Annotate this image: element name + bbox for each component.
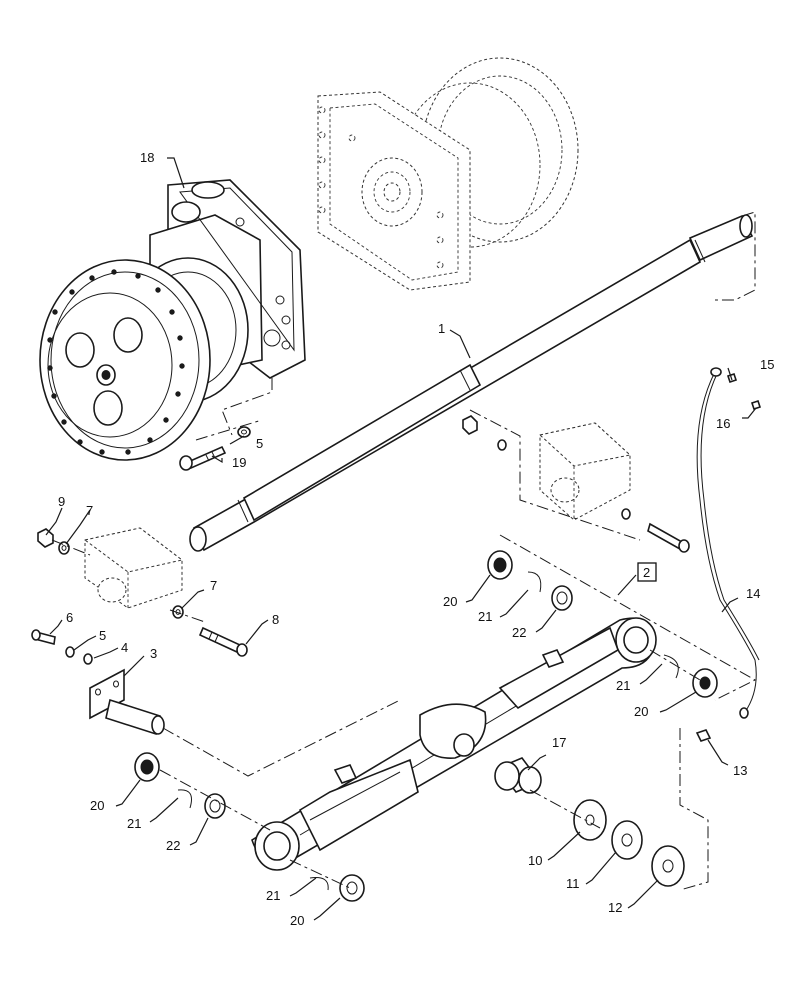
speed-sensor-harness (695, 367, 762, 742)
callout-5-pin: 5 (99, 628, 106, 643)
callout-6: 6 (66, 610, 73, 625)
callout-1: 1 (438, 321, 445, 336)
callout-4: 4 (121, 640, 128, 655)
callout-20-bottom: 20 (290, 913, 304, 928)
callout-2: 2 (643, 565, 650, 580)
callout-20-left: 20 (90, 798, 104, 813)
motor-mount-bolt (179, 445, 227, 471)
callout-leaders (45, 157, 757, 921)
callout-20-right: 20 (634, 704, 648, 719)
drive-motor (39, 179, 306, 461)
callout-21-top: 21 (478, 609, 492, 624)
callout-7-lower: 7 (210, 578, 217, 593)
callout-5-motor: 5 (256, 436, 263, 451)
callout-10: 10 (528, 853, 542, 868)
ghost-final-drive (317, 57, 579, 291)
callout-15: 15 (760, 357, 774, 372)
left-axle-support-block (83, 527, 184, 609)
motor-washer (237, 426, 251, 438)
callout-11: 11 (566, 876, 580, 891)
callout-13: 13 (733, 763, 747, 778)
callout-20-top: 20 (443, 594, 457, 609)
callout-21-bottom: 21 (266, 888, 280, 903)
callout-17: 17 (552, 735, 566, 750)
callout-19: 19 (232, 455, 246, 470)
callout-21-right: 21 (616, 678, 630, 693)
pivot-pin (89, 668, 165, 736)
callout-8: 8 (272, 612, 279, 627)
callout-21-left: 21 (127, 816, 141, 831)
callout-18: 18 (140, 150, 154, 165)
callout-9: 9 (58, 494, 65, 509)
pivot-bushing (494, 757, 542, 794)
callout-22-top: 22 (512, 625, 526, 640)
assembly-centerlines (51, 211, 757, 891)
callout-7-upper: 7 (86, 503, 93, 518)
callout-16: 16 (716, 416, 730, 431)
beam-seals-and-bearings (134, 550, 718, 902)
callout-14: 14 (746, 586, 760, 601)
right-axle-support-block (538, 422, 632, 521)
callout-3: 3 (150, 646, 157, 661)
callout-labels: 18 1 5 19 9 7 7 8 6 5 4 3 2 15 16 14 13 … (58, 150, 774, 928)
callout-12: 12 (608, 900, 622, 915)
axle-shaft (189, 214, 754, 552)
callout-2-box (637, 562, 657, 582)
thrust-washers (573, 799, 685, 887)
right-block-hardware (462, 415, 690, 553)
walking-beam (251, 617, 657, 871)
callout-22-left: 22 (166, 838, 180, 853)
left-block-hardware (31, 528, 248, 665)
